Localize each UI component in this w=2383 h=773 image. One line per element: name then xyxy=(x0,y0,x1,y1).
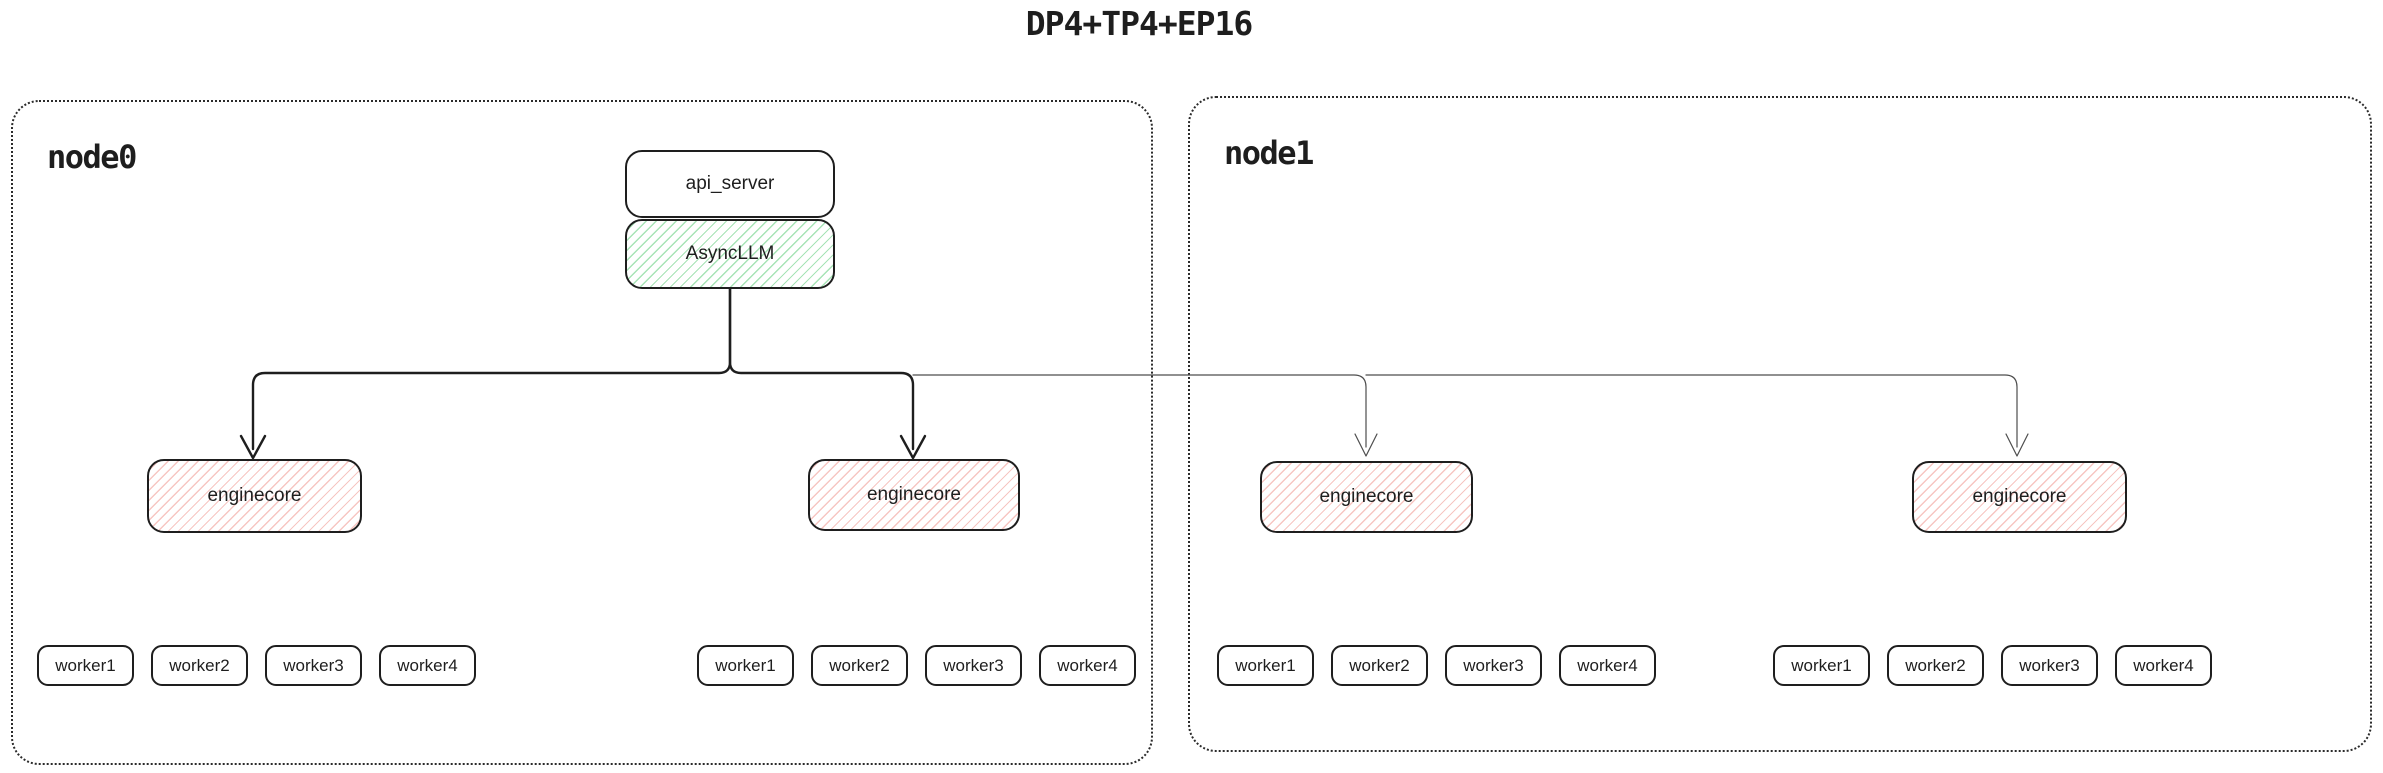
worker-box: worker4 xyxy=(379,645,476,686)
enginecore-label: enginecore xyxy=(1972,486,2067,507)
worker-box: worker1 xyxy=(697,645,794,686)
worker-group-node1-dp4: worker1 worker2 worker3 worker4 xyxy=(1773,645,2212,686)
worker-box: worker1 xyxy=(37,645,134,686)
worker-box: worker3 xyxy=(925,645,1022,686)
enginecore-box: enginecore xyxy=(1260,461,1473,533)
worker-box: worker2 xyxy=(1887,645,1984,686)
enginecore-label: enginecore xyxy=(866,484,962,505)
worker-label: worker1 xyxy=(1235,655,1296,675)
enginecore-box: enginecore xyxy=(1912,461,2127,533)
worker-label: worker4 xyxy=(2133,655,2194,675)
worker-label: worker2 xyxy=(1349,655,1410,675)
worker-group-node0-dp2: worker1 worker2 worker3 worker4 xyxy=(697,645,1136,686)
api-server-label: api_server xyxy=(685,173,775,194)
worker-label: worker4 xyxy=(1577,655,1638,675)
worker-box: worker2 xyxy=(811,645,908,686)
worker-label: worker1 xyxy=(55,655,116,675)
enginecore-box: enginecore xyxy=(147,459,362,533)
node1-label: node1 xyxy=(1224,134,1314,172)
enginecore-label: enginecore xyxy=(1319,486,1414,507)
worker-box: worker4 xyxy=(2115,645,2212,686)
worker-box: worker1 xyxy=(1217,645,1314,686)
worker-label: worker1 xyxy=(715,655,776,675)
worker-label: worker3 xyxy=(1463,655,1524,675)
worker-box: worker4 xyxy=(1559,645,1656,686)
node0-label: node0 xyxy=(47,138,137,176)
api-server-box: api_server xyxy=(625,150,835,218)
worker-group-node0-dp1: worker1 worker2 worker3 worker4 xyxy=(37,645,476,686)
asyncllm-box: AsyncLLM xyxy=(625,219,835,289)
diagram-title: DP4+TP4+EP16 xyxy=(1025,4,1253,43)
worker-label: worker4 xyxy=(1057,655,1118,675)
worker-label: worker3 xyxy=(943,655,1004,675)
worker-label: worker4 xyxy=(397,655,458,675)
worker-label: worker2 xyxy=(829,655,890,675)
worker-label: worker2 xyxy=(1905,655,1966,675)
enginecore-box: enginecore xyxy=(808,459,1020,531)
enginecore-label: enginecore xyxy=(207,485,302,506)
worker-label: worker3 xyxy=(2019,655,2080,675)
worker-box: worker2 xyxy=(1331,645,1428,686)
asyncllm-label: AsyncLLM xyxy=(685,243,775,264)
worker-group-node1-dp3: worker1 worker2 worker3 worker4 xyxy=(1217,645,1656,686)
worker-label: worker2 xyxy=(169,655,230,675)
worker-box: worker3 xyxy=(2001,645,2098,686)
worker-box: worker2 xyxy=(151,645,248,686)
worker-label: worker3 xyxy=(283,655,344,675)
worker-box: worker3 xyxy=(1445,645,1542,686)
worker-box: worker1 xyxy=(1773,645,1870,686)
worker-box: worker4 xyxy=(1039,645,1136,686)
worker-box: worker3 xyxy=(265,645,362,686)
worker-label: worker1 xyxy=(1791,655,1852,675)
